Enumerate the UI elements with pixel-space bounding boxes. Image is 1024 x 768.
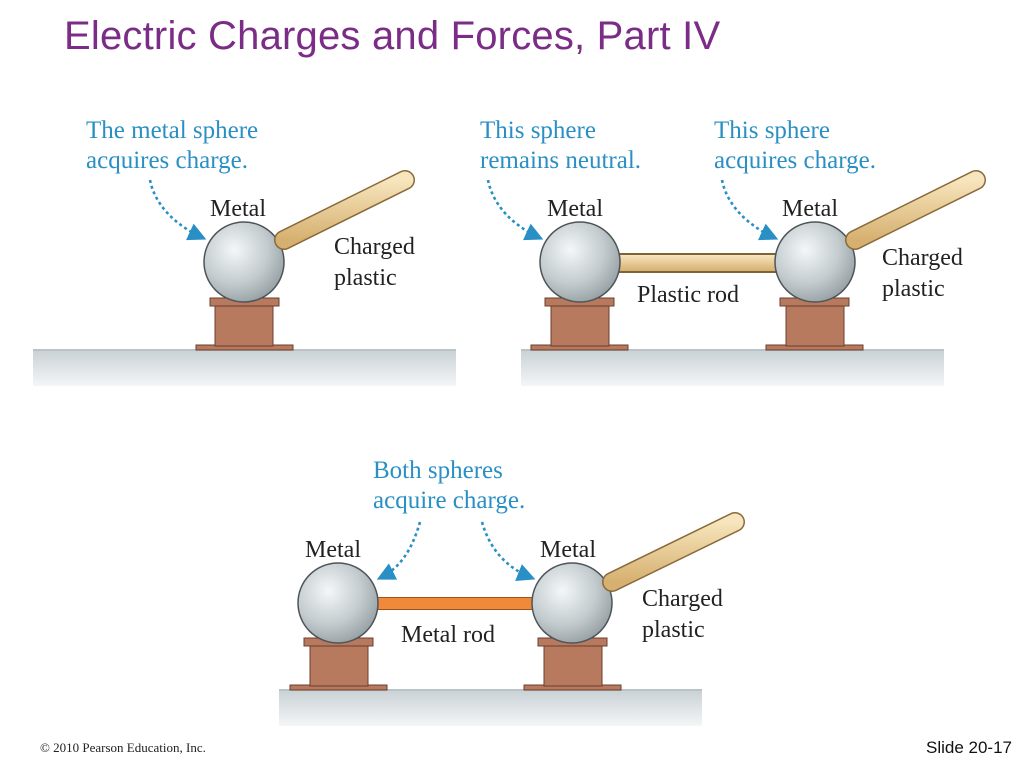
sphere-right-label: Metal (782, 196, 838, 222)
sphere-left-label: Metal (547, 196, 603, 222)
panel-2: This sphere remains neutral. This sphere… (480, 117, 986, 386)
callout-arrow-right (480, 521, 536, 582)
callout-arrow-left (486, 179, 544, 241)
callout-line-2: acquire charge. (373, 487, 525, 514)
charged-plastic-rod (845, 170, 986, 250)
charged-plastic-rod (274, 170, 415, 250)
rod-label-line-1: Charged (334, 234, 415, 260)
sphere-left-label: Metal (305, 537, 361, 563)
ground-top-edge (279, 689, 702, 691)
rod-label-line-1: Charged (882, 245, 963, 271)
callout-left-line-1: This sphere (480, 117, 596, 144)
stand-left (289, 637, 388, 691)
connector-label: Metal rod (401, 622, 495, 648)
panel-1: The metal sphere acquires charge. Metal … (33, 117, 456, 386)
callout-line-1: Both spheres (373, 457, 503, 484)
plastic-connector-rod (617, 253, 777, 273)
callout-line-1: The metal sphere (86, 117, 258, 144)
callout-left-line-2: remains neutral. (480, 147, 641, 174)
callout-arrow-left (376, 521, 422, 580)
callout-arrow (148, 179, 207, 241)
stand-right (523, 637, 622, 691)
sphere-label: Metal (210, 196, 266, 222)
panel-3: Both spheres acquire charge. Metal Metal… (279, 457, 745, 726)
stand (195, 297, 294, 351)
sphere-right-label: Metal (540, 537, 596, 563)
rod-label-line-2: plastic (882, 276, 945, 302)
metal-sphere (203, 221, 285, 303)
callout-right-line-2: acquires charge. (714, 147, 876, 174)
slide-number: Slide 20-17 (925, 738, 1012, 757)
metal-sphere-right (774, 221, 856, 303)
metal-sphere-right (531, 562, 613, 644)
callout-right-line-1: This sphere (714, 117, 830, 144)
ground (521, 350, 944, 386)
connector-label: Plastic rod (637, 282, 739, 308)
metal-sphere-left (539, 221, 621, 303)
rod-label-line-1: Charged (642, 586, 723, 612)
rod-label-line-2: plastic (642, 617, 705, 643)
stand-left (530, 297, 629, 351)
charged-plastic-rod (602, 512, 745, 592)
stand-right (765, 297, 864, 351)
ground-top-edge (521, 349, 944, 351)
callout-arrow-right (720, 179, 779, 241)
ground (279, 690, 702, 726)
rod-label-line-2: plastic (334, 265, 397, 291)
callout-line-2: acquires charge. (86, 147, 248, 174)
slide-title: Electric Charges and Forces, Part IV (64, 14, 721, 58)
metal-connector-rod (376, 597, 536, 610)
copyright-notice: © 2010 Pearson Education, Inc. (40, 740, 206, 755)
ground (33, 350, 456, 386)
metal-sphere-left (297, 562, 379, 644)
